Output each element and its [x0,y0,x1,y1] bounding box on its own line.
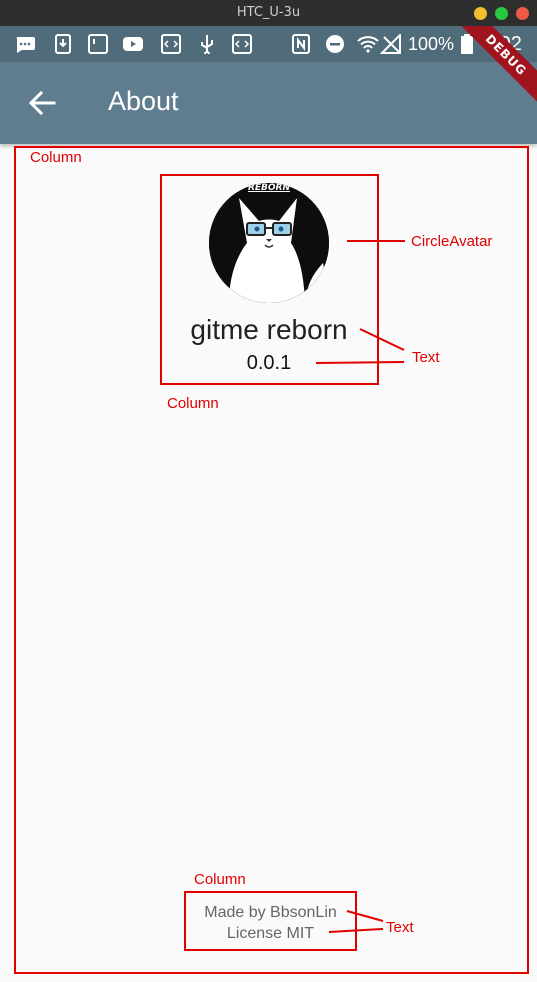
message-icon [14,34,36,54]
top-column-outline [160,174,379,385]
no-signal-icon [380,34,402,54]
sim-icon [87,34,109,54]
app-avatar: REBORN [209,183,329,303]
outer-column-outline [14,146,529,974]
made-by-text: Made by BbsonLin [204,904,337,921]
bottom-column-label: Column [194,871,246,888]
do-not-disturb-icon [324,34,346,54]
code-icon [231,34,253,54]
circle-avatar-pointer [347,240,405,242]
outer-column-label: Column [30,149,82,166]
text-label-bottom: Text [386,919,414,936]
battery-percent: 100% [408,34,455,54]
window-title-bar: HTC_U-3u [0,0,537,26]
usb-icon [196,34,218,54]
back-arrow-icon[interactable] [26,88,58,118]
code-icon [160,34,182,54]
maximize-button[interactable] [495,7,508,20]
download-icon [52,34,74,54]
bottom-column-outline [184,891,357,951]
license-text: License MIT [226,925,315,942]
text-pointer-top [315,328,405,364]
window-title: HTC_U-3u [236,5,301,20]
app-bar: About [0,62,537,144]
debug-banner-label: DEBUG [457,26,537,106]
app-version: 0.0.1 [246,352,292,374]
avatar-badge-text: REBORN [247,183,291,193]
top-column-label: Column [167,395,219,412]
nfc-icon [290,34,312,54]
text-label-top: Text [412,349,440,366]
minimize-button[interactable] [474,7,487,20]
text-pointer-bottom [328,910,384,933]
youtube-icon [122,34,144,54]
close-button[interactable] [516,7,529,20]
app-name: gitme reborn [190,314,348,345]
page-title: About [108,86,179,116]
wifi-icon [357,34,379,54]
battery-icon [460,34,474,54]
circle-avatar-label: CircleAvatar [411,233,493,250]
debug-banner: DEBUG [457,26,537,106]
